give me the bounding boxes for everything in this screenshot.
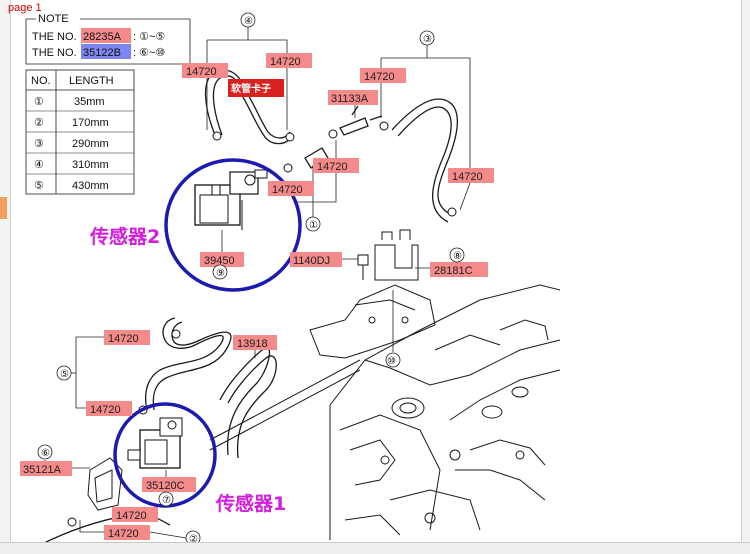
left-panel-marker (0, 197, 7, 219)
hose-clamp-tag-bg (228, 79, 284, 97)
table-row-no: ⑤ (34, 180, 44, 192)
part-label-31133A: 31133A (331, 93, 369, 105)
table-row-length: 290mm (72, 138, 109, 150)
callout-9: ⑨ (216, 268, 225, 279)
callout-6: ⑥ (41, 448, 50, 459)
note-line1-range: : ①~⑤ (133, 31, 165, 43)
note-heading: NOTE (38, 13, 69, 25)
part-label-14720: 14720 (317, 161, 348, 173)
part-label-39450: 39450 (204, 255, 235, 267)
callout-1: ① (309, 220, 318, 231)
part-label-14720: 14720 (90, 404, 121, 416)
callout-4: ④ (244, 16, 253, 27)
hose-5-drawing (145, 317, 224, 411)
hose-clamps (67, 121, 457, 527)
callout-10: ⑩ (387, 356, 396, 367)
note-line2-highlight (81, 44, 131, 59)
note-line1-highlight (81, 28, 131, 43)
part-label-14720: 14720 (116, 510, 147, 522)
tee-fitting-31133A (339, 105, 383, 136)
part-label-14720: 14720 (108, 528, 139, 540)
note-box: NOTE THE NO. 28235A : ①~⑤ THE NO. 35122B… (25, 13, 191, 65)
length-table: NO. LENGTH ① 35mm ② 170mm ③ 290mm ④ 310m… (25, 69, 135, 195)
callout-5: ⑤ (60, 369, 69, 380)
note-line1-prefix: THE NO. (32, 31, 77, 43)
left-panel-edge (0, 0, 11, 553)
table-row-length: 310mm (72, 159, 109, 171)
sensor-2-highlight-circle (164, 158, 302, 292)
note-line2-prefix: THE NO. (32, 47, 77, 59)
engine-block-drawing (309, 284, 561, 540)
part-label-14720: 14720 (270, 56, 301, 68)
table-row-length: 170mm (72, 117, 109, 129)
table-row-no: ③ (34, 138, 44, 150)
callout-3: ③ (423, 34, 432, 45)
callout-7: ⑦ (162, 495, 171, 506)
hose-13918-drawing (219, 346, 271, 456)
part-label-35120C: 35120C (146, 480, 185, 492)
sensor-1-drawing (127, 417, 183, 469)
hose-3-drawing (391, 98, 458, 216)
table-header-length: LENGTH (69, 75, 114, 87)
part-label-14720: 14720 (186, 66, 217, 78)
sensor-2-drawing (194, 169, 268, 230)
part-label-13918: 13918 (237, 338, 268, 350)
table-row-no: ④ (34, 159, 44, 171)
bolt-1140DJ-drawing (357, 254, 369, 280)
hose-clamp-tag: 软管卡子 (231, 82, 271, 95)
note-line2-part: 35122B (83, 47, 121, 59)
right-scrollbar-edge[interactable] (741, 0, 750, 553)
part-label-28181C: 28181C (434, 265, 473, 277)
table-row-length: 430mm (72, 180, 109, 192)
part-label-35121A: 35121A (23, 464, 62, 476)
part-label-1140DJ: 1140DJ (293, 255, 330, 267)
table-header-no: NO. (31, 75, 51, 87)
table-row-length: 35mm (74, 96, 105, 108)
callout-numbers: ④ ③ ① ⑨ ⑧ ⑩ ⑤ ⑥ ⑦ ② (37, 12, 465, 546)
bracket-drawing (374, 229, 419, 352)
horizontal-scrollbar[interactable] (0, 542, 750, 554)
note-line2-range: : ⑥~⑩ (133, 47, 165, 59)
note-line1-part: 28235A (83, 31, 122, 43)
part-label-14720: 14720 (452, 171, 483, 183)
part-label-14720: 14720 (108, 333, 139, 345)
part-number-labels: 14720 14720 14720 31133A 14720 14720 147… (20, 53, 494, 540)
bracket-35121A-drawing (87, 457, 123, 511)
callout-2: ② (189, 534, 198, 545)
leader-lines (44, 27, 471, 539)
sensor-2-label: 传感器2 (89, 225, 160, 248)
part-label-14720: 14720 (364, 71, 395, 83)
table-row-no: ① (34, 96, 44, 108)
sensor-1-label: 传感器1 (215, 492, 286, 515)
page-label: page 1 (8, 2, 42, 14)
part-label-14720: 14720 (272, 184, 303, 196)
table-row-no: ② (34, 117, 44, 129)
callout-8: ⑧ (453, 251, 462, 262)
